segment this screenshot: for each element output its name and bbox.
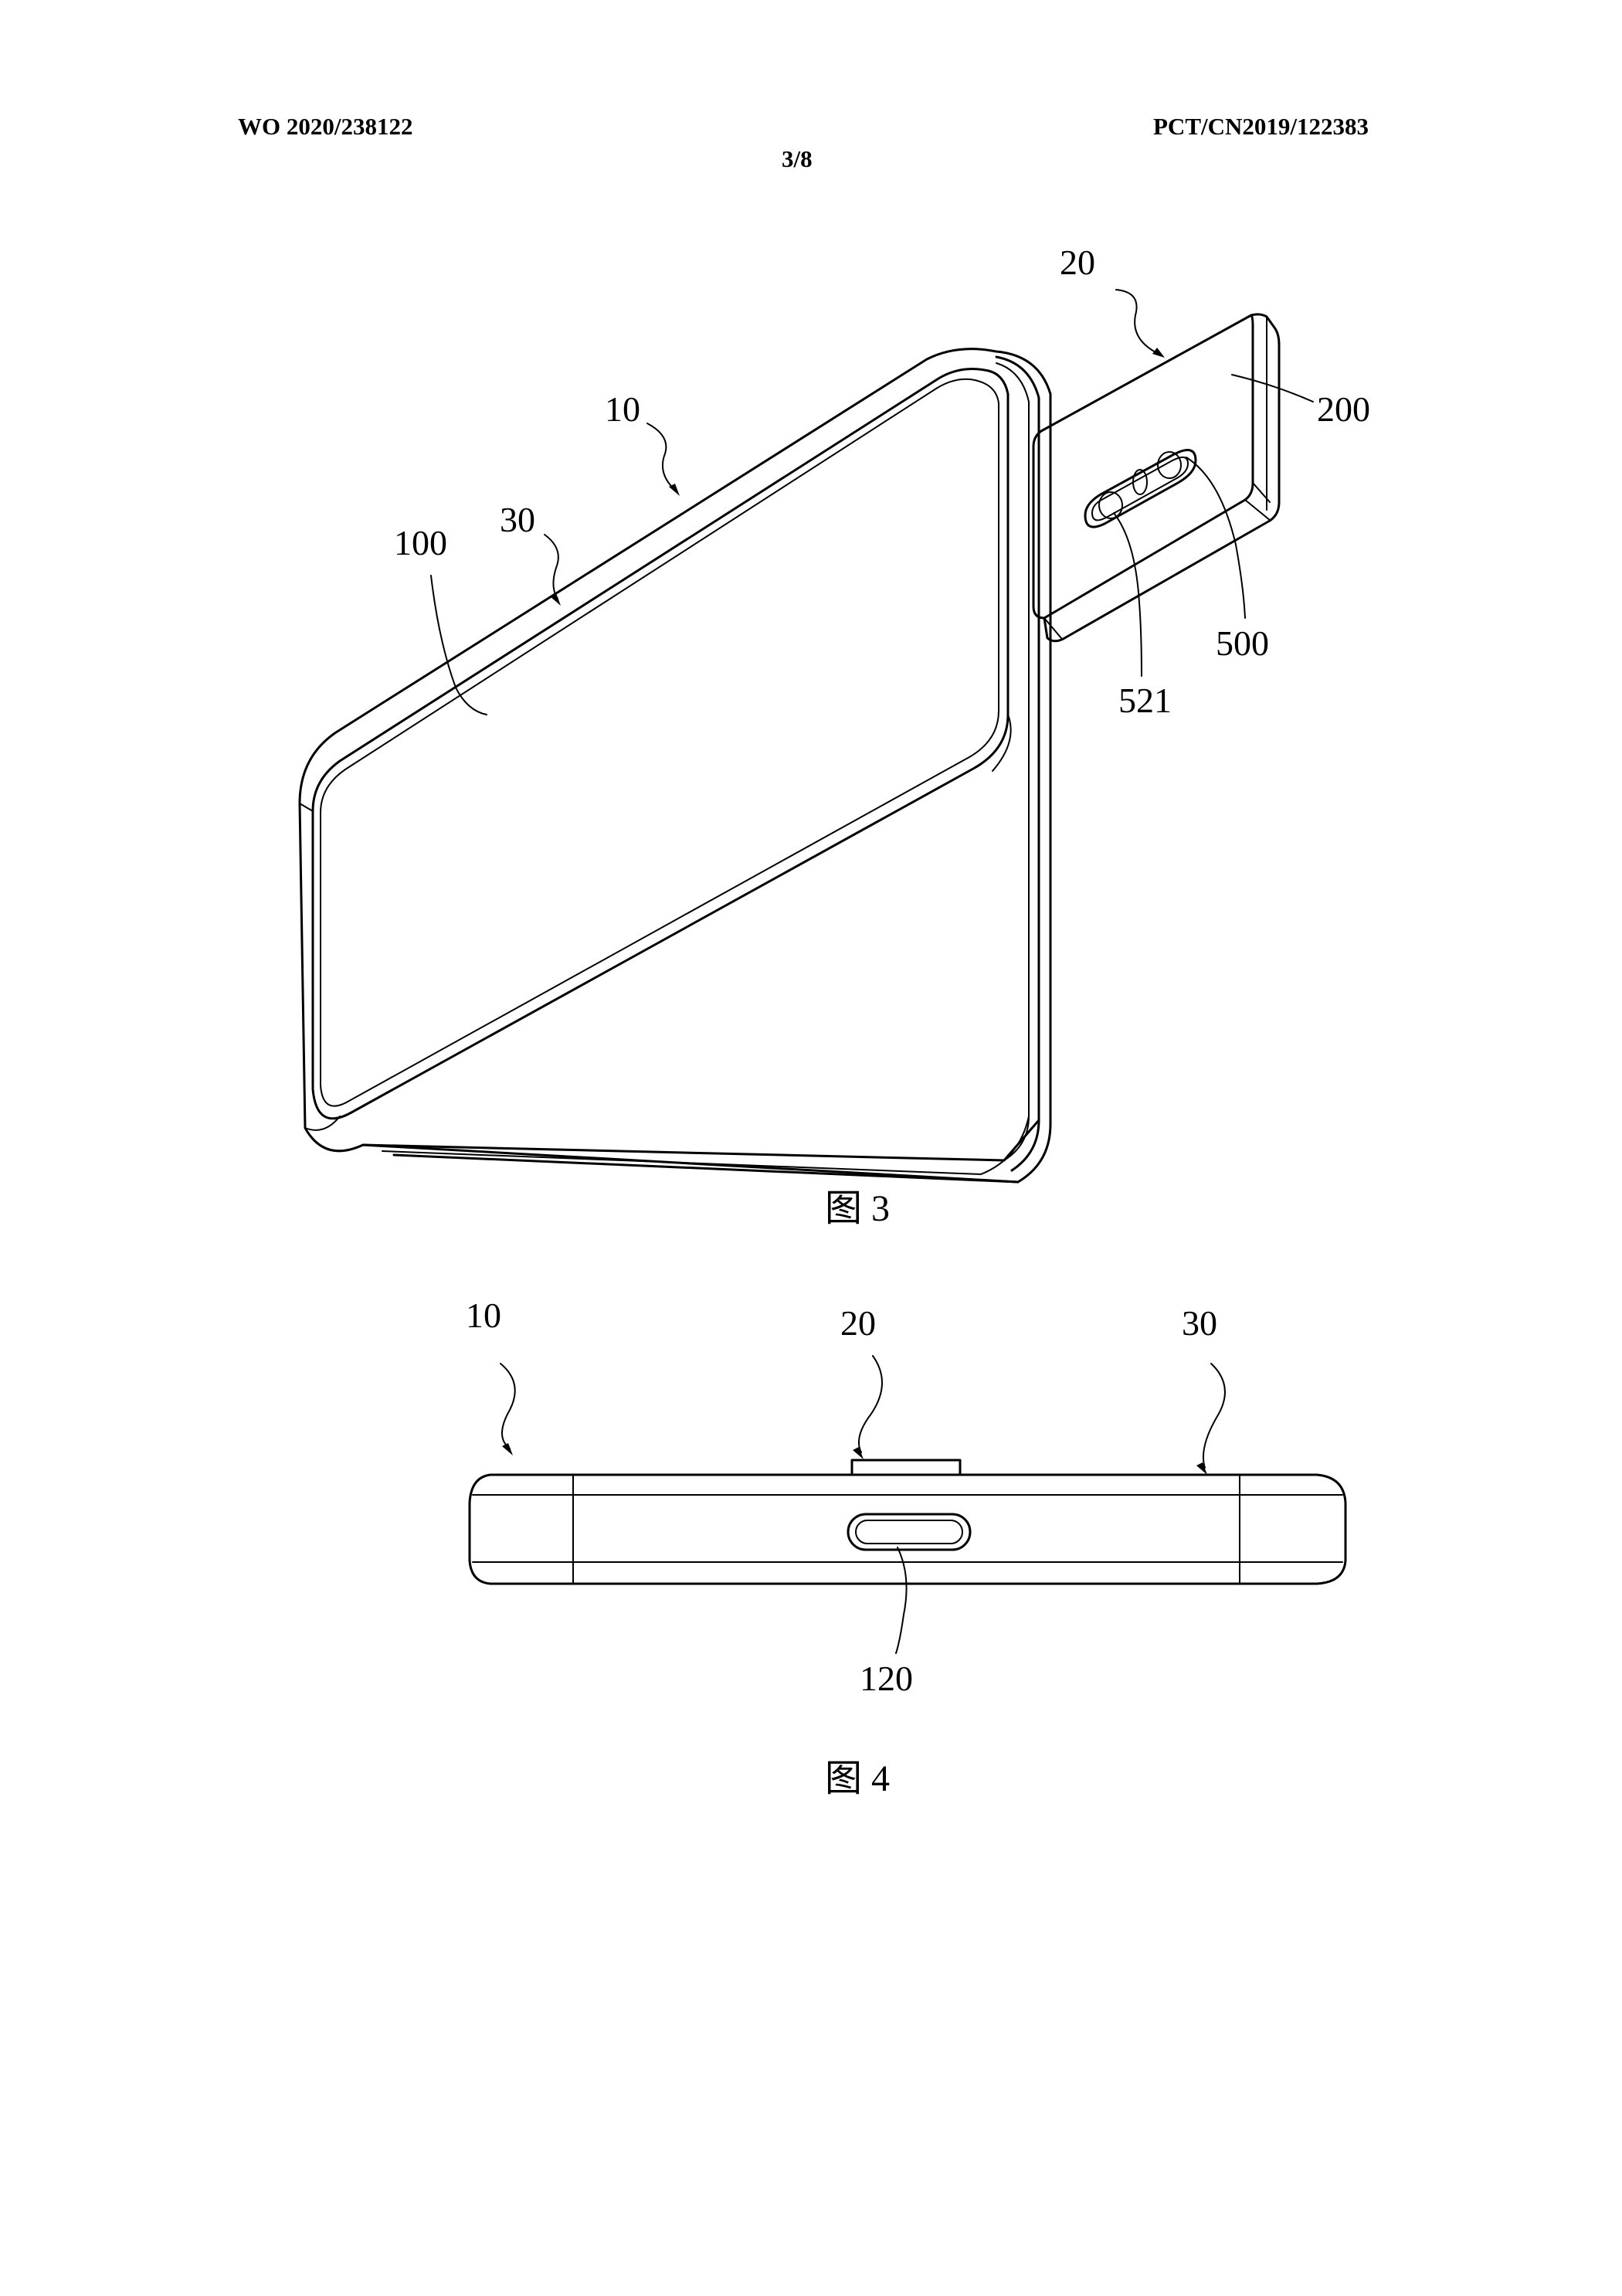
ref-label-500: 500 [1216,623,1269,663]
ref-label-20: 20 [1060,243,1095,282]
ref-label-521: 521 [1118,681,1172,720]
fig4-ref-label-120: 120 [860,1659,913,1698]
ref-label-100: 100 [394,523,447,562]
fig4-ref-label-20: 20 [840,1303,876,1343]
figure-3: 10 30 100 20 200 500 521 图 3 [298,243,1370,1229]
figure-4: 10 20 30 120 图 4 [466,1296,1347,1799]
ref-label-10: 10 [605,389,640,429]
camera-module-200 [1032,313,1281,643]
figure-3-caption: 图 3 [825,1188,890,1229]
ref-label-30: 30 [500,500,535,539]
phone-side-view [468,1459,1347,1585]
application-number: PCT/CN2019/122383 [1153,113,1369,140]
fig4-leaders [500,1355,1226,1654]
fig3-leaders [430,289,1314,715]
fig4-ref-label-30: 30 [1182,1303,1217,1343]
figure-4-caption: 图 4 [825,1758,890,1799]
phone-body-10 [298,348,1052,1184]
publication-number: WO 2020/238122 [238,113,413,140]
fig4-ref-label-10: 10 [466,1296,501,1335]
sheet-number: 3/8 [782,145,813,172]
ref-label-200: 200 [1317,389,1370,429]
